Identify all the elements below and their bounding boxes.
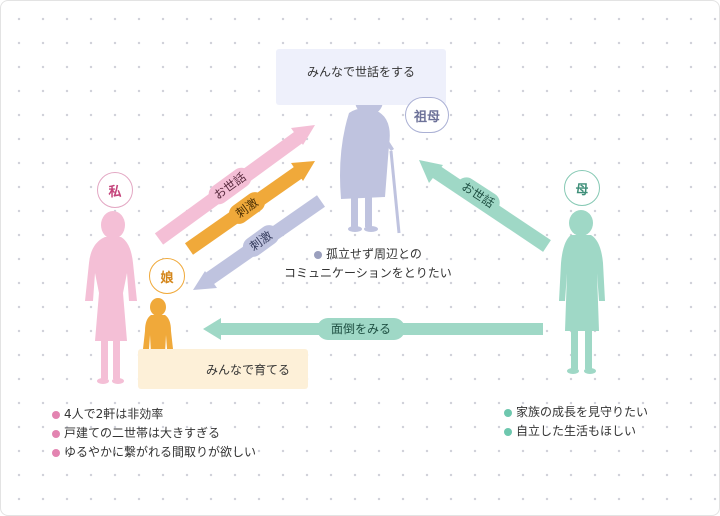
note-mother-line1: 家族の成長を見守りたい xyxy=(516,405,649,419)
box-care-together: みんなで世話をする xyxy=(276,49,446,105)
bubble-me-text: 私 xyxy=(108,184,122,200)
grandmother-silhouette xyxy=(340,87,401,234)
label-mother-watch: 面倒をみる xyxy=(317,318,405,340)
box-raise-together: みんなで育てる xyxy=(138,349,308,389)
bullet-dot xyxy=(52,429,60,438)
bubble-grandmother: 祖母 xyxy=(405,97,449,133)
note-grandmother-line1: 孤立せず周辺との xyxy=(325,247,422,261)
bubble-mother: 母 xyxy=(564,170,600,206)
box-care-together-text: みんなで世話をする xyxy=(306,65,415,79)
note-grandmother: 孤立せず周辺との コミュニケーションをとりたい xyxy=(284,245,452,283)
bullet-dot xyxy=(504,408,512,417)
bullet-dot xyxy=(313,250,322,259)
me-silhouette xyxy=(85,211,137,384)
label-grandma-stimulus: 刺激 xyxy=(242,225,280,257)
mother-silhouette xyxy=(559,210,605,374)
note-mother: 家族の成長を見守りたい 自立した生活もほしい xyxy=(504,403,648,441)
note-me-line1: 4人で2軒は非効率 xyxy=(64,407,164,421)
note-me-line3: ゆるやかに繋がれる間取りが欲しい xyxy=(64,445,257,459)
bullet-dot xyxy=(52,410,60,419)
label-mother-watch-text: 面倒をみる xyxy=(331,322,391,336)
bullet-dot xyxy=(52,448,60,457)
note-me-line2: 戸建ての二世帯は大きすぎる xyxy=(64,426,221,440)
bubble-daughter: 娘 xyxy=(149,258,185,294)
bubble-grandmother-text: 祖母 xyxy=(413,109,440,125)
label-mother-care: お世話 xyxy=(456,177,500,213)
bullet-dot xyxy=(504,427,512,436)
bubble-me: 私 xyxy=(97,172,133,208)
bubble-mother-text: 母 xyxy=(575,182,589,198)
note-me: 4人で2軒は非効率 戸建ての二世帯は大きすぎる ゆるやかに繋がれる間取りが欲しい xyxy=(52,405,256,462)
note-mother-line2: 自立した生活もほしい xyxy=(516,424,637,438)
bubble-daughter-text: 娘 xyxy=(160,270,174,286)
note-grandmother-line2: コミュニケーションをとりたい xyxy=(284,266,452,280)
box-raise-together-text: みんなで育てる xyxy=(205,362,290,377)
